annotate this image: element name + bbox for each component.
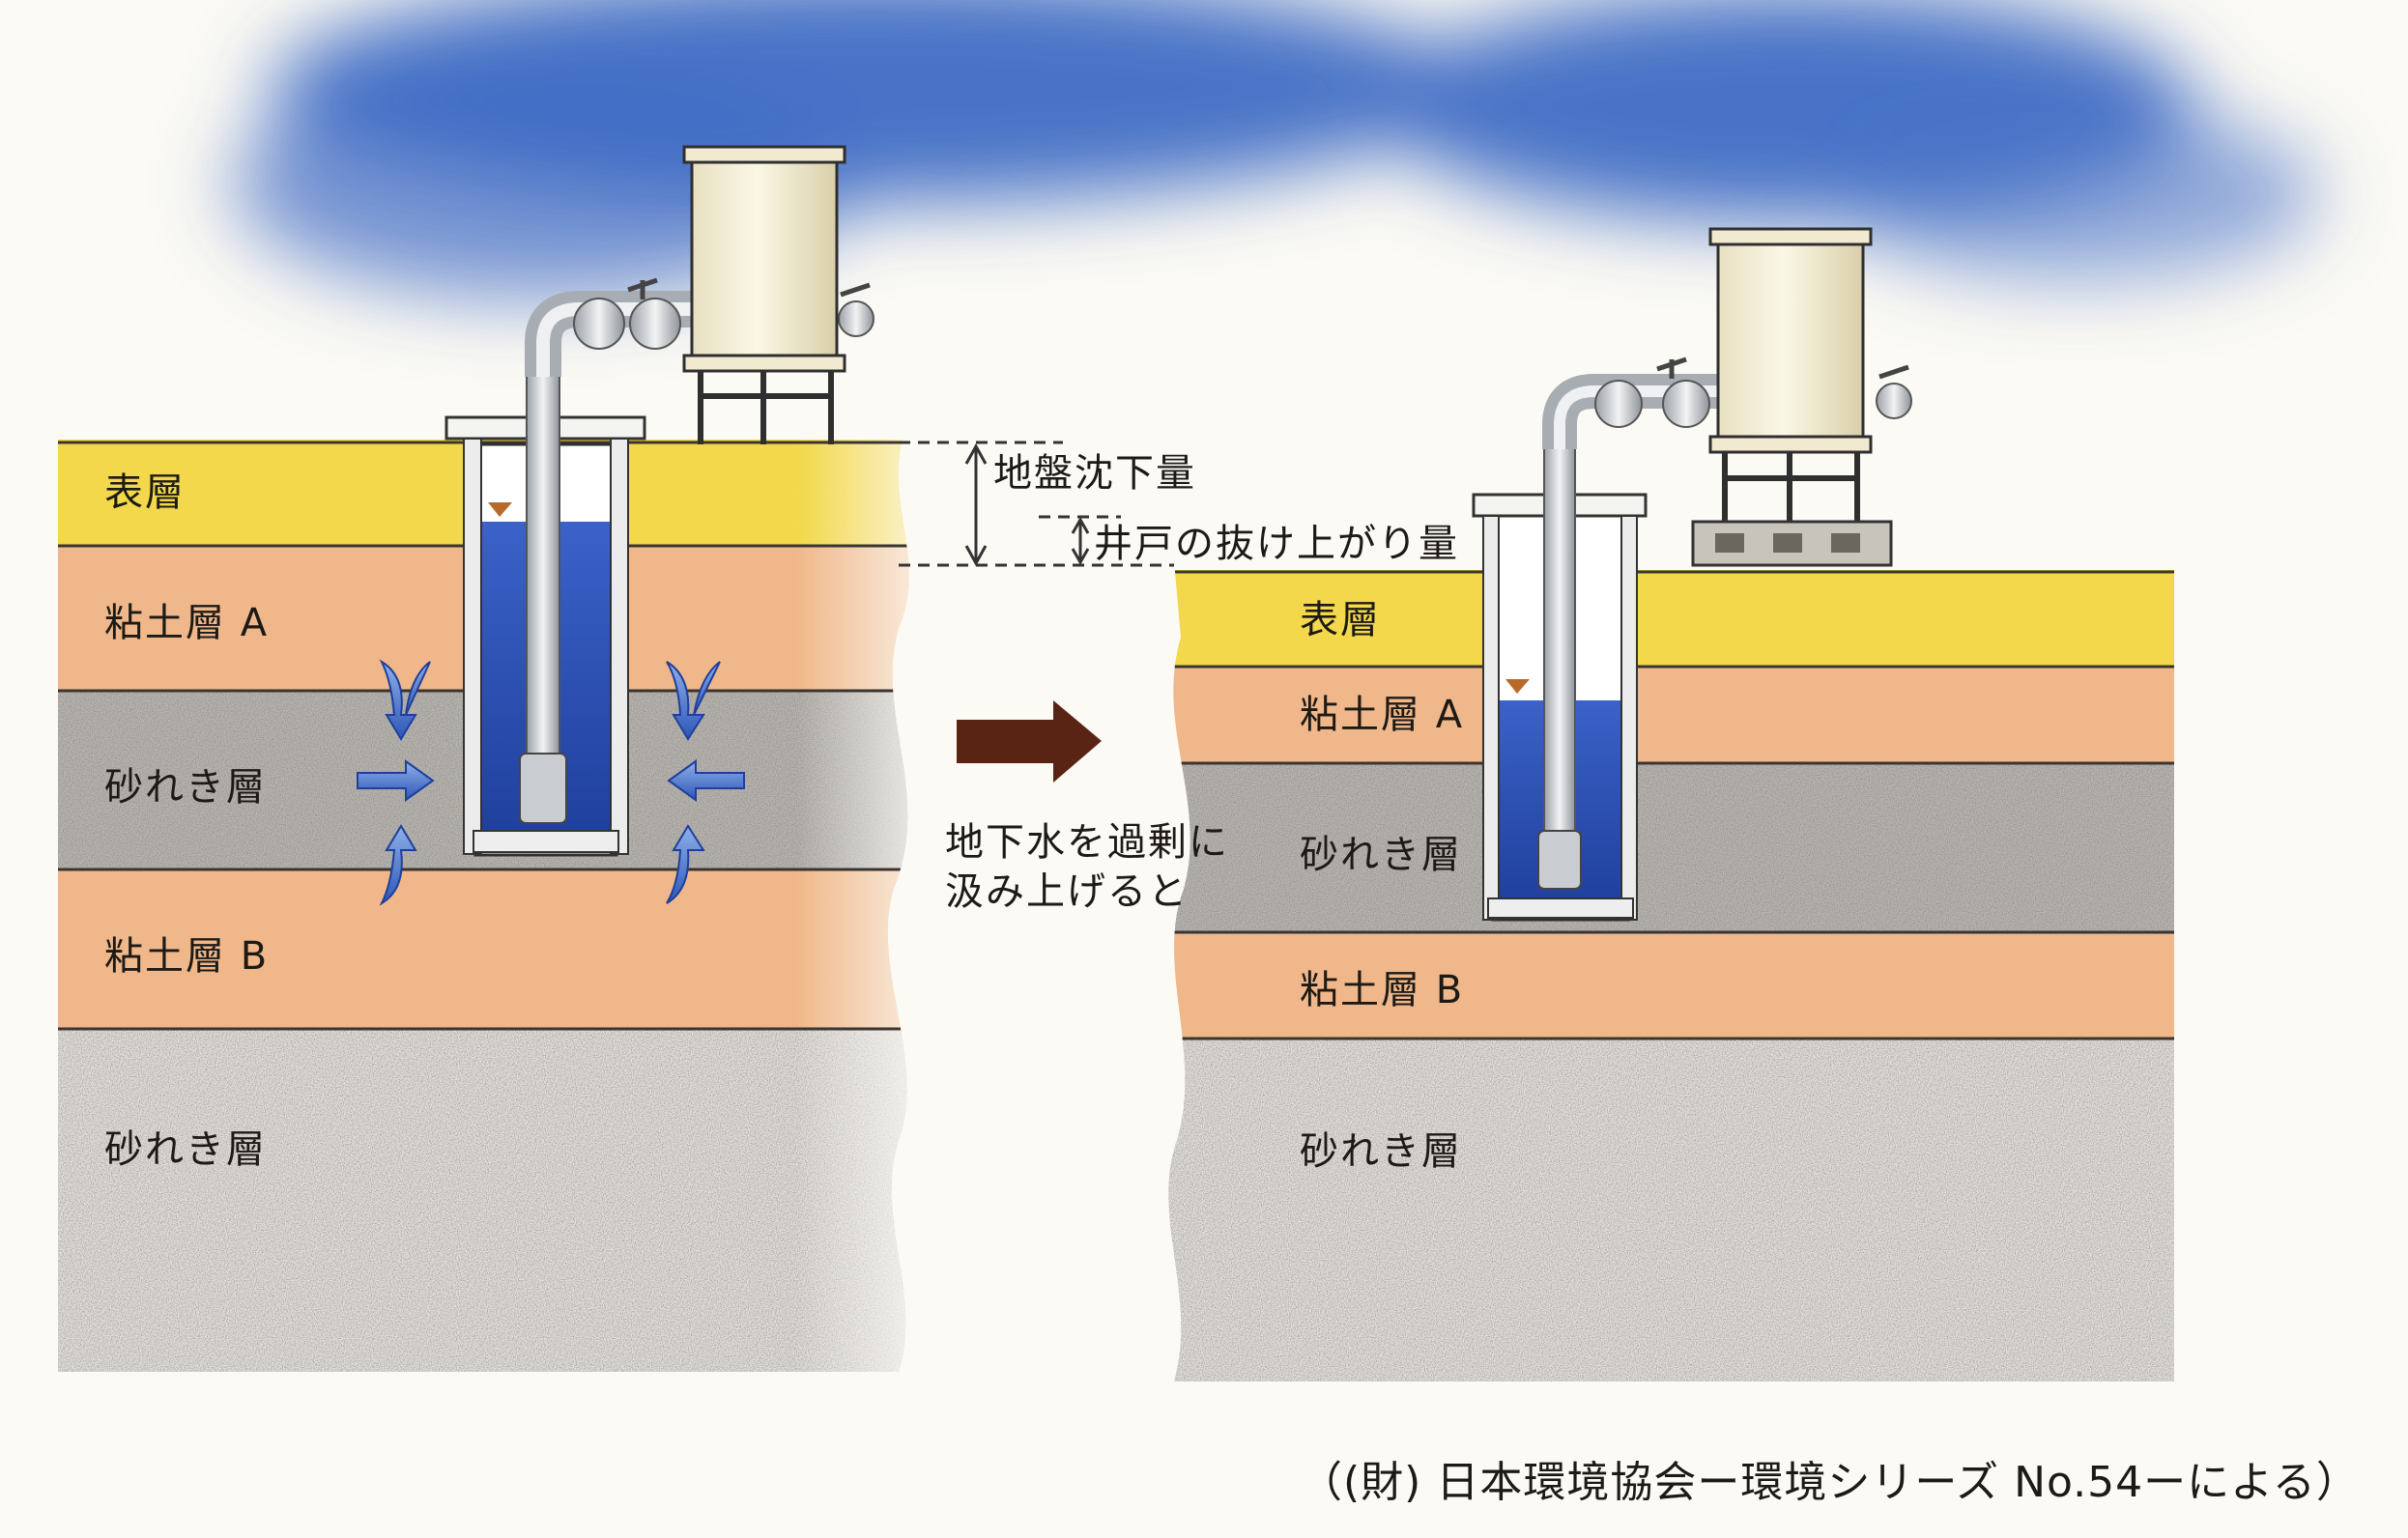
right-label-gravel-1: 砂れき層 (1300, 833, 1462, 877)
left-water-tank (682, 145, 846, 444)
right-label-gravel-2: 砂れき層 (1300, 1129, 1462, 1174)
left-label-surface: 表層 (104, 470, 186, 515)
process-text-line2: 汲み上げると (945, 869, 1189, 914)
right-label-clay-b: 粘土層 B (1300, 968, 1465, 1012)
left-label-gravel-1: 砂れき層 (104, 765, 267, 810)
sky-clouds (232, 0, 2319, 299)
source-credit: （(財) 日本環境協会ー環境シリーズ No.54ーによる） (1300, 1458, 2360, 1507)
left-well (444, 371, 646, 857)
process-arrow (957, 700, 1102, 783)
left-label-clay-b: 粘土層 B (104, 934, 270, 979)
process-text-line1: 地下水を過剰に (945, 820, 1229, 865)
right-cross-section (1168, 570, 2174, 1381)
subsidence-dimension (899, 441, 1174, 567)
right-label-surface: 表層 (1300, 598, 1381, 642)
left-label-clay-a: 粘土層 A (104, 601, 270, 645)
right-pump-pipe (1542, 356, 1912, 449)
left-flow-arrows (357, 659, 745, 906)
right-well (1472, 443, 1648, 922)
subsidence-label: 地盤沈下量 (993, 451, 1196, 496)
left-label-gravel-2: 砂れき層 (104, 1127, 267, 1172)
left-pump-pipe (525, 277, 874, 377)
right-label-clay-a: 粘土層 A (1300, 693, 1465, 737)
well-rise-label: 井戸の抜け上がり量 (1094, 522, 1459, 566)
right-water-tank (1691, 227, 1893, 567)
